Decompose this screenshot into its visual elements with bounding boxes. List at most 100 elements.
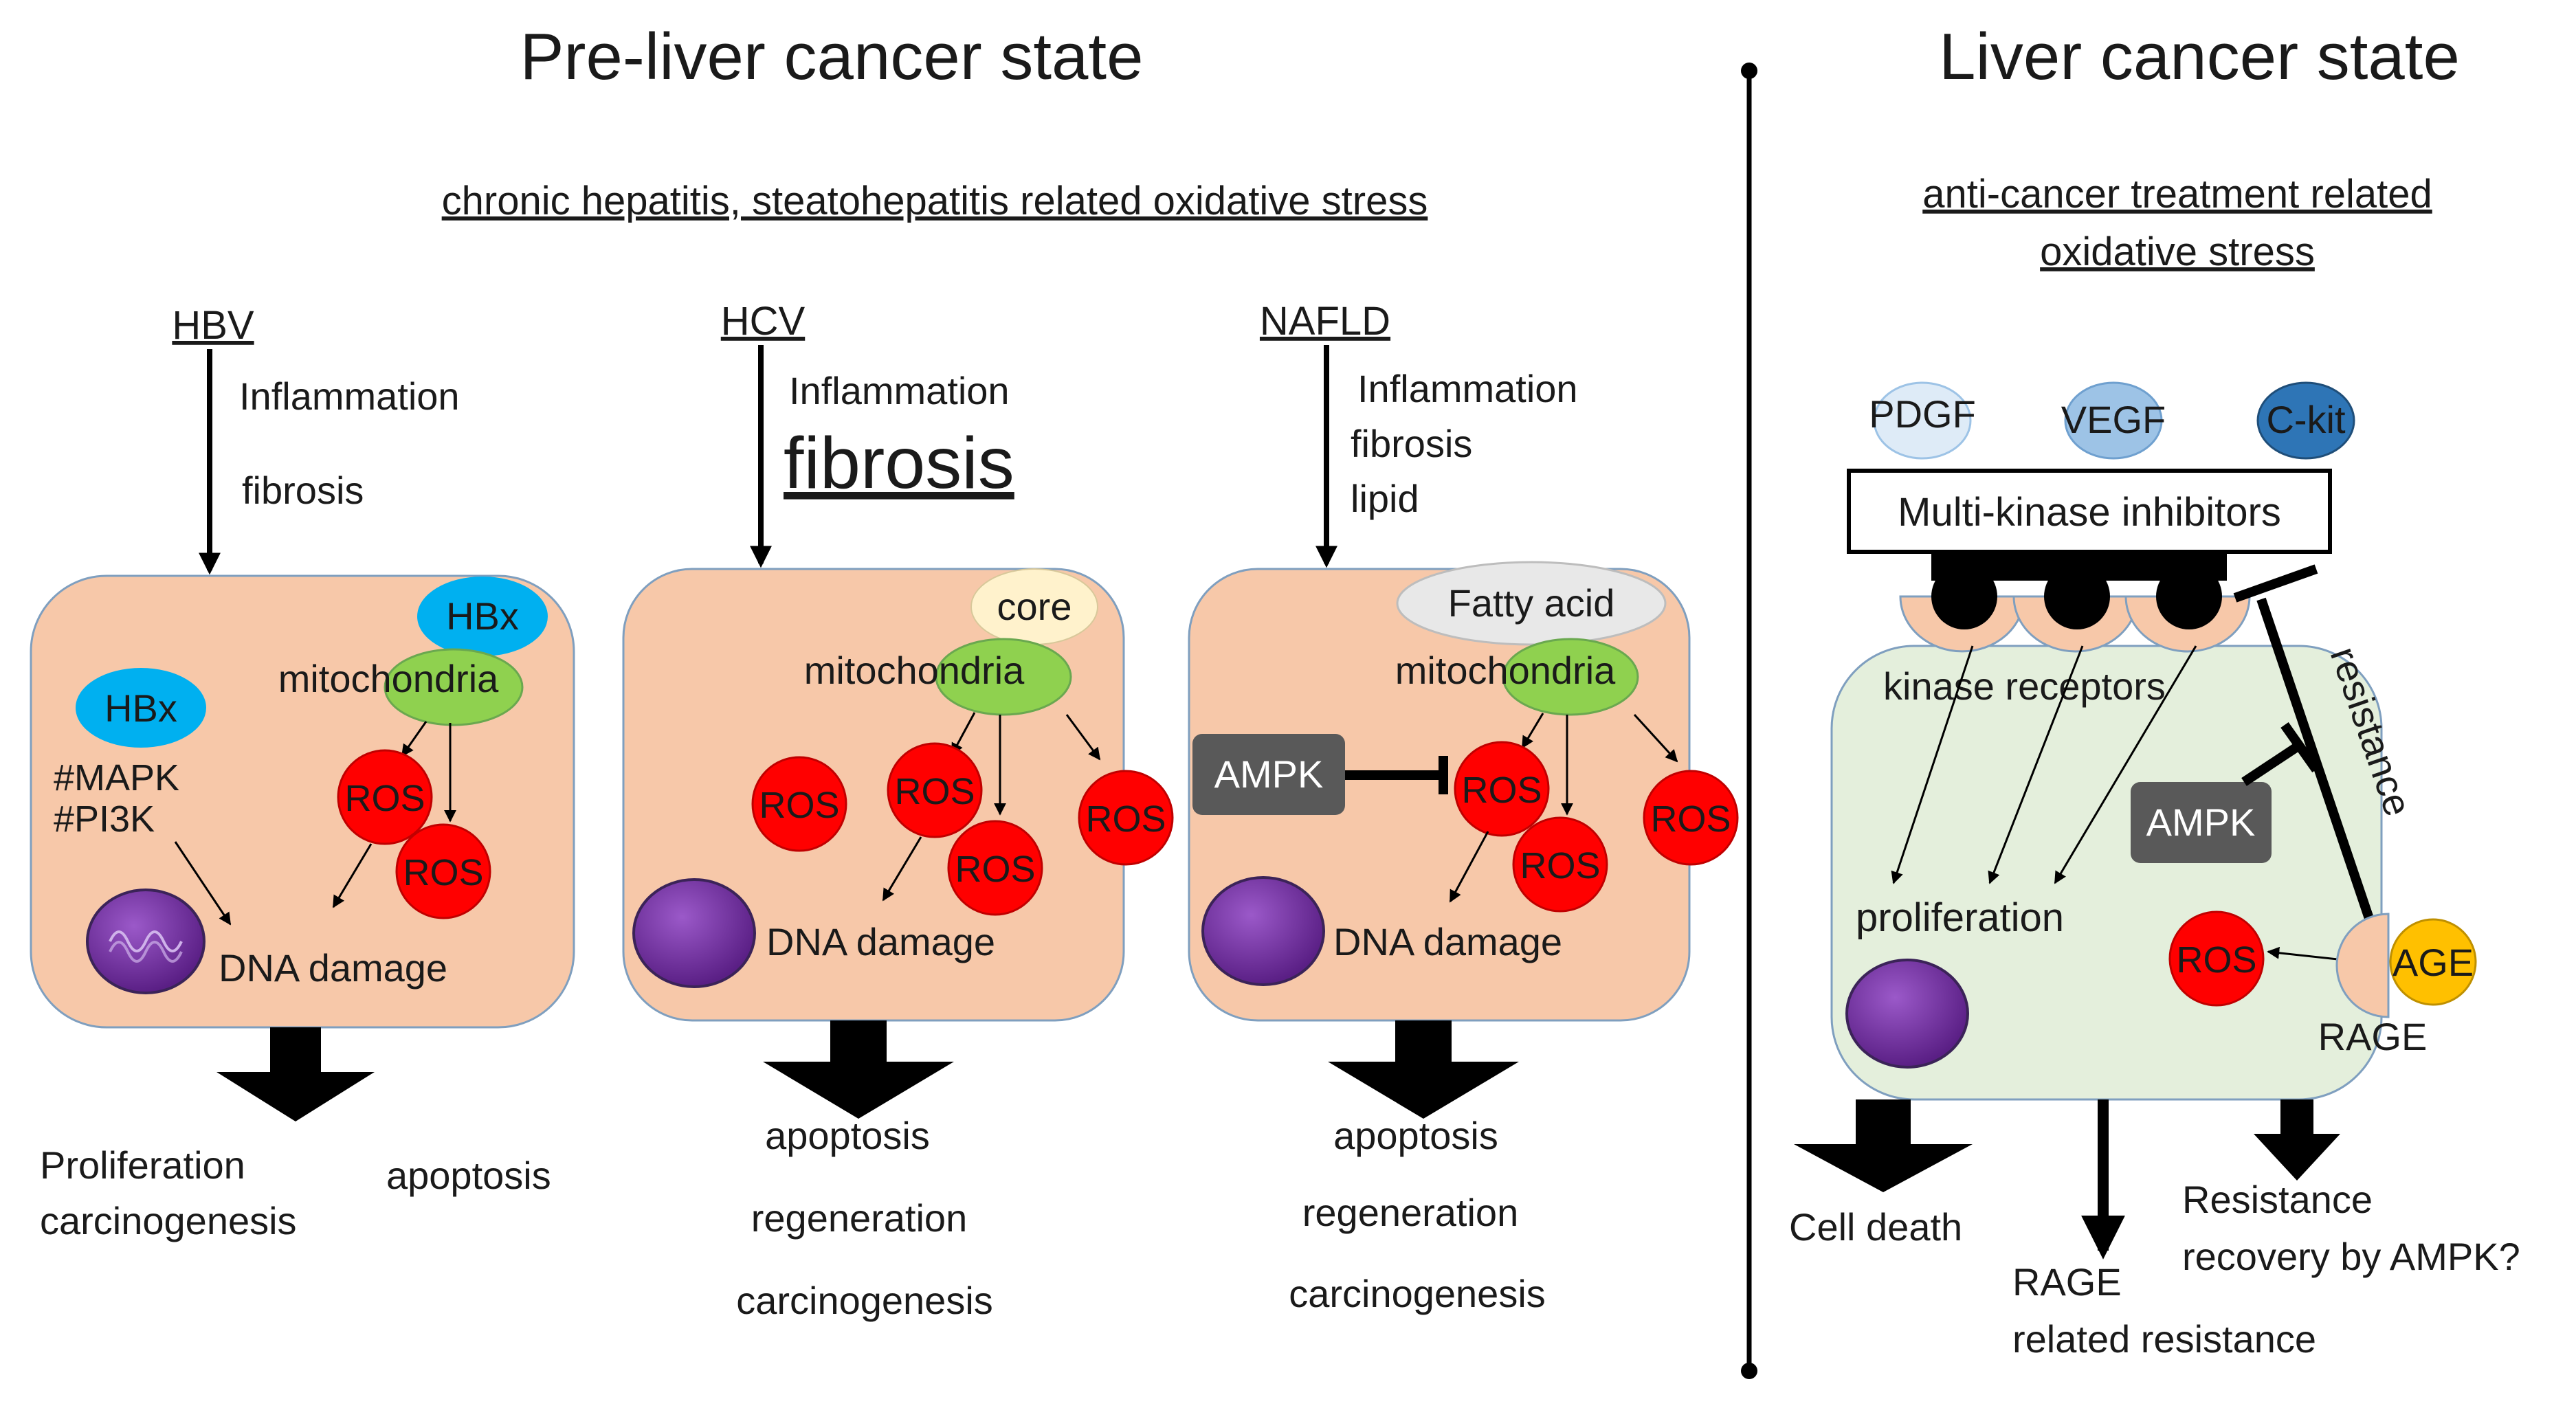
subtitle-cancer-line2: oxidative stress <box>2040 230 2315 274</box>
ckit-label: C-kit <box>2266 398 2346 441</box>
hbv-fibrosis: fibrosis <box>242 469 364 512</box>
pdgf-label: PDGF <box>1869 392 1976 436</box>
cancer-ros <box>2168 910 2265 1007</box>
nafld-ros-2 <box>1512 816 1608 913</box>
hcv-core-label: core <box>997 585 1072 628</box>
hcv-ros-2 <box>887 742 983 838</box>
nafld-label: NAFLD <box>1260 299 1390 344</box>
hcv-ros-1 <box>751 756 847 852</box>
hcv-ros-3 <box>947 820 1043 916</box>
hcv-fibrosis: fibrosis <box>784 423 1014 504</box>
hcv-ros-4 <box>1078 770 1174 866</box>
hbv-pi3k-to-dna <box>174 841 232 926</box>
cancer-ampk-box <box>2131 782 2272 863</box>
fatty-acid-label: Fatty acid <box>1448 581 1615 625</box>
recovery-label-1: Resistance <box>2182 1178 2373 1221</box>
pi3k-label: #PI3K <box>54 798 155 840</box>
ampk-resistance-inhibition <box>2241 722 2320 786</box>
resistance-inhibition <box>2233 564 2383 947</box>
nafld-inflammation: Inflammation <box>1357 367 1578 410</box>
hbv-ros-2-label: ROS <box>403 852 483 893</box>
hbv-inflammation: Inflammation <box>239 375 460 418</box>
recovery-arrow <box>2254 1099 2340 1181</box>
nafld-ros-to-dna <box>1449 831 1489 903</box>
hcv-ros-to-dna <box>882 836 922 902</box>
hcv-ros-3-label: ROS <box>955 849 1035 890</box>
hcv-inflammation: Inflammation <box>789 369 1010 412</box>
nafld-ampk-inhibition <box>1345 756 1448 794</box>
nafld-ros-3 <box>1643 770 1739 866</box>
subtitle-cancer-line1: anti-cancer treatment related <box>1922 172 2432 216</box>
cancer-ros-label: ROS <box>2176 939 2256 981</box>
hbv-outcome-arrow <box>216 1027 375 1121</box>
nafld-nucleus <box>1201 876 1325 986</box>
hcv-mito-to-ros4 <box>1065 714 1101 761</box>
nafld-mito-to-ros3 <box>1633 713 1678 763</box>
cancer-nucleus <box>1845 959 1969 1069</box>
recovery-label-2: recovery by AMPK? <box>2182 1235 2520 1278</box>
cell-death-arrow <box>1794 1099 1973 1192</box>
subtitle-pre: chronic hepatitis, steatohepatitis relat… <box>442 179 1428 223</box>
nafld-fibrosis: fibrosis <box>1351 422 1472 465</box>
pdgf-ligand <box>1873 381 1972 460</box>
rage-resistance-label-1: RAGE <box>2012 1260 2122 1304</box>
hcv-nucleus <box>632 878 756 988</box>
nafld-mitochondria <box>1502 638 1639 716</box>
hcv-ros-4-label: ROS <box>1085 798 1166 840</box>
proliferation-label: proliferation <box>1856 895 2064 940</box>
hbv-ros-2 <box>395 823 491 919</box>
cancer-panel: PDGF VEGF C-kit Multi-kinase inhibitors … <box>1789 381 2520 1361</box>
hbx-top-label: HBx <box>446 594 519 638</box>
hcv-mitochondria <box>935 638 1072 716</box>
hbv-mito-to-ros1 <box>401 721 428 757</box>
rage-resistance-label-2: related resistance <box>2012 1317 2316 1361</box>
age-label: AGE <box>2392 941 2474 984</box>
receptor-signal-1 <box>1891 645 1974 884</box>
nafld-mito-to-ros1 <box>1521 713 1544 749</box>
hbv-ros-1-label: ROS <box>344 778 425 819</box>
hbv-outcome-proliferation: Proliferation <box>40 1143 245 1187</box>
state-divider <box>1741 63 1757 1379</box>
hcv-panel: HCV Inflammation fibrosis core mitochond… <box>622 299 1174 1322</box>
nafld-panel: NAFLD Inflammation fibrosis lipid Fatty … <box>1188 299 1739 1315</box>
nafld-ros-1 <box>1454 741 1550 837</box>
multi-kinase-inhibitor-box <box>1847 469 2332 554</box>
receptor-signal-2 <box>1988 645 2084 884</box>
hcv-ros-2-label: ROS <box>894 771 975 812</box>
nafld-ampk-label: AMPK <box>1214 752 1324 796</box>
mapk-label: #MAPK <box>54 757 179 798</box>
hbv-dna-damage: DNA damage <box>219 946 447 990</box>
nafld-outcome-apoptosis: apoptosis <box>1333 1114 1498 1157</box>
ckit-ligand <box>2256 381 2355 460</box>
hcv-label: HCV <box>721 299 806 344</box>
hbx-left-protein <box>76 668 206 748</box>
hcv-outcome-regeneration: regeneration <box>751 1196 967 1240</box>
hbv-outcome-apoptosis: apoptosis <box>386 1154 551 1197</box>
fatty-acid <box>1396 561 1667 646</box>
rage-receptor <box>2335 913 2390 1018</box>
kinase-receptors-label: kinase receptors <box>1883 664 2166 708</box>
hcv-outcome-carcinogenesis: carcinogenesis <box>736 1279 993 1322</box>
hcv-ros-1-label: ROS <box>759 785 839 826</box>
hbx-top-protein <box>417 577 548 656</box>
rage-label: RAGE <box>2318 1015 2428 1058</box>
nafld-ros-1-label: ROS <box>1461 770 1542 811</box>
nafld-outcome-arrow <box>1328 1020 1519 1119</box>
hbv-mitochondria-label: mitochondria <box>278 657 499 700</box>
vegf-ligand <box>2064 381 2163 460</box>
nafld-ros-2-label: ROS <box>1520 845 1600 886</box>
hcv-mitochondria-label: mitochondria <box>804 649 1025 692</box>
nafld-outcome-carcinogenesis: carcinogenesis <box>1289 1272 1546 1315</box>
hbv-mitochondria <box>384 648 524 726</box>
inhibitor-binding <box>1931 552 2227 629</box>
cell-death-label: Cell death <box>1789 1205 1962 1249</box>
hcv-outcome-apoptosis: apoptosis <box>765 1114 930 1157</box>
hbv-ros-to-dna <box>332 843 373 908</box>
hbv-nucleus-dna <box>109 930 183 952</box>
multi-kinase-inhibitor-label: Multi-kinase inhibitors <box>1898 490 2281 535</box>
hbv-outcome-carcinogenesis: carcinogenesis <box>40 1199 297 1242</box>
nafld-outcome-regeneration: regeneration <box>1302 1191 1518 1234</box>
nafld-lipid: lipid <box>1351 477 1419 520</box>
